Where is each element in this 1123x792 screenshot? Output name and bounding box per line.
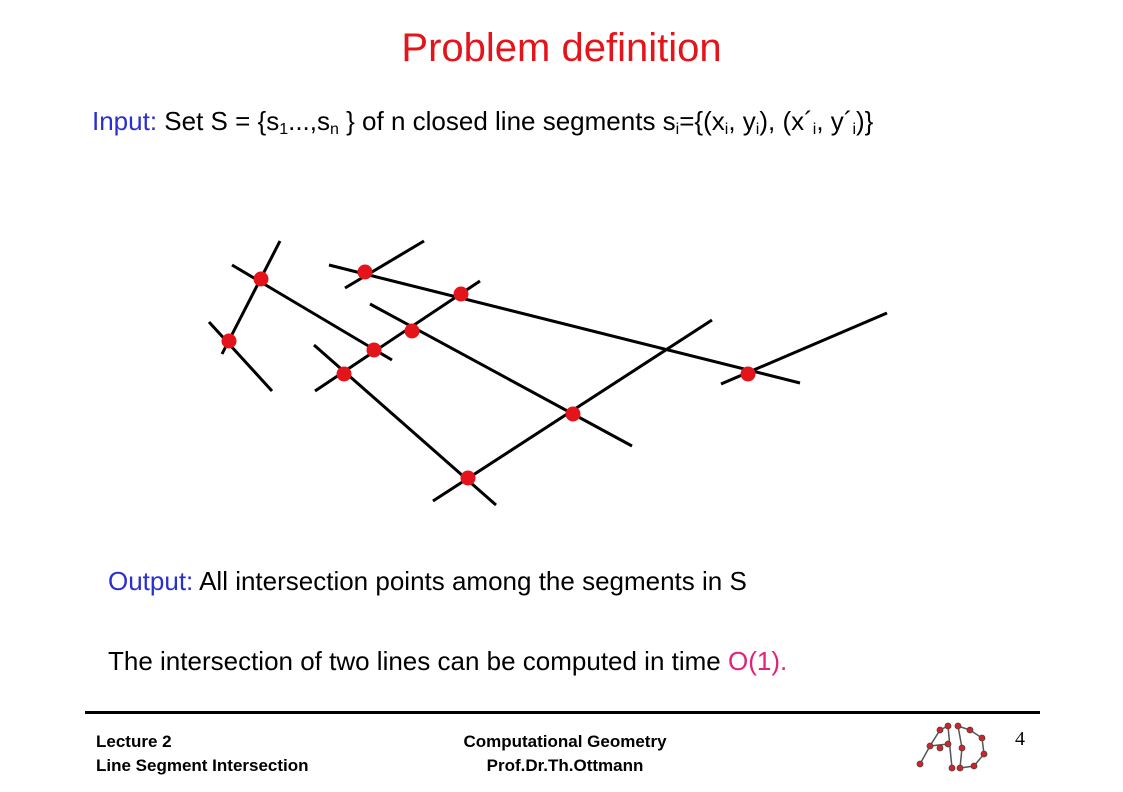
footer-topic: Line Segment Intersection [96,756,309,775]
input-label: Input: [92,106,158,136]
output-text: All intersection points among the segmen… [193,566,747,596]
input-sub-i2: i [724,121,729,138]
segment [344,239,425,290]
input-text-1: Set S = {s [157,106,280,136]
input-text-5: , y [728,106,756,136]
input-definition: Input: Set S = {s1...,sn } of n closed l… [92,106,874,138]
footer-course: Computational Geometry [463,732,667,751]
input-sub-i4: i [812,121,817,138]
input-text-8: )} [856,106,874,136]
input-text-3: } of n closed line segments s [338,106,676,136]
intersection-point [253,271,269,287]
input-text-7: , y´ [816,106,853,136]
input-sub-1: 1 [279,121,289,138]
intersection-point [366,342,382,358]
input-text-4: ={(x [679,106,725,136]
intersection-point [565,406,581,422]
intersection-point [357,264,373,280]
output-label: Output: [108,566,194,596]
intersection-point [453,286,469,302]
intersection-point [221,333,237,349]
complexity-text: The intersection of two lines can be com… [108,646,728,676]
intersection-point [336,366,352,382]
footer-divider [85,711,1040,714]
footer-lecture-info: Lecture 2 Line Segment Intersection [96,730,309,778]
ad-graph-logo-icon [916,722,988,772]
input-sub-n: n [330,121,339,138]
intersection-point [404,323,420,339]
footer-lecture: Lecture 2 [96,732,172,751]
complexity-note: The intersection of two lines can be com… [108,646,787,677]
output-definition: Output: All intersection points among th… [108,566,747,597]
segment [207,320,274,393]
footer-course-info: Computational Geometry Prof.Dr.Th.Ottman… [420,730,710,778]
segment-intersection-figure [207,239,888,507]
intersection-point [740,366,756,382]
input-text-6: ), (x´ [759,106,813,136]
intersection-point [460,470,476,486]
segment [328,263,801,385]
complexity-highlight: O(1). [728,646,788,676]
footer-author: Prof.Dr.Th.Ottmann [486,756,644,775]
input-sub-i5: i [852,121,856,138]
input-text-2: ...,s [288,106,331,136]
input-sub-i: i [675,121,680,138]
input-sub-i3: i [755,121,760,138]
slide-title: Problem definition [401,26,722,70]
page-number: 4 [1015,728,1025,750]
